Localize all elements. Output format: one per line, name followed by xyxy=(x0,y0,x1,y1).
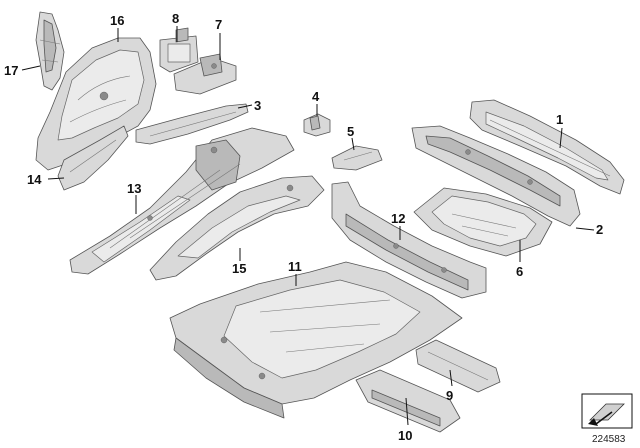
part-3 xyxy=(135,103,249,145)
leader-lines xyxy=(21,26,595,426)
leader-1 xyxy=(559,127,563,149)
leader-2 xyxy=(575,227,595,231)
part-13 xyxy=(69,127,295,275)
document-id: 224583 xyxy=(592,434,626,445)
callout-14: 14 xyxy=(27,172,42,187)
callout-7: 7 xyxy=(215,17,222,32)
part-16 xyxy=(35,37,157,171)
leader-10 xyxy=(405,397,409,426)
part-4 xyxy=(303,113,331,137)
arrow-panel-icon xyxy=(581,393,633,429)
callout-11: 11 xyxy=(288,259,302,274)
part-12 xyxy=(331,181,487,299)
callout-2: 2 xyxy=(596,222,603,237)
part-9 xyxy=(415,339,501,393)
callout-17: 17 xyxy=(4,63,18,78)
callout-15: 15 xyxy=(232,261,246,276)
leader-17 xyxy=(21,65,41,71)
callout-4: 4 xyxy=(312,89,320,104)
part-1 xyxy=(469,99,625,195)
callout-1: 1 xyxy=(556,112,563,127)
callout-10: 10 xyxy=(398,428,412,443)
callout-16: 16 xyxy=(110,13,124,28)
leader-5 xyxy=(351,137,355,151)
callout-3: 3 xyxy=(254,98,261,113)
callout-5: 5 xyxy=(347,124,354,139)
part-2 xyxy=(411,125,581,227)
callout-6: 6 xyxy=(516,264,523,279)
callouts: 1 2 3 4 5 6 7 8 9 10 11 12 13 14 15 16 1… xyxy=(4,11,603,443)
part-17 xyxy=(35,11,65,91)
leader-3 xyxy=(237,104,253,109)
callout-8: 8 xyxy=(172,11,179,26)
leader-9 xyxy=(449,369,453,387)
part-6 xyxy=(413,187,553,257)
part-11 xyxy=(169,261,463,419)
part-10 xyxy=(355,369,461,433)
part-8 xyxy=(159,27,199,73)
part-7 xyxy=(173,53,237,95)
callout-12: 12 xyxy=(391,211,405,226)
part-15 xyxy=(149,175,325,281)
part-5 xyxy=(331,145,383,171)
leader-14 xyxy=(47,177,65,180)
callout-13: 13 xyxy=(127,181,141,196)
part-14 xyxy=(57,125,129,191)
callout-9: 9 xyxy=(446,388,453,403)
